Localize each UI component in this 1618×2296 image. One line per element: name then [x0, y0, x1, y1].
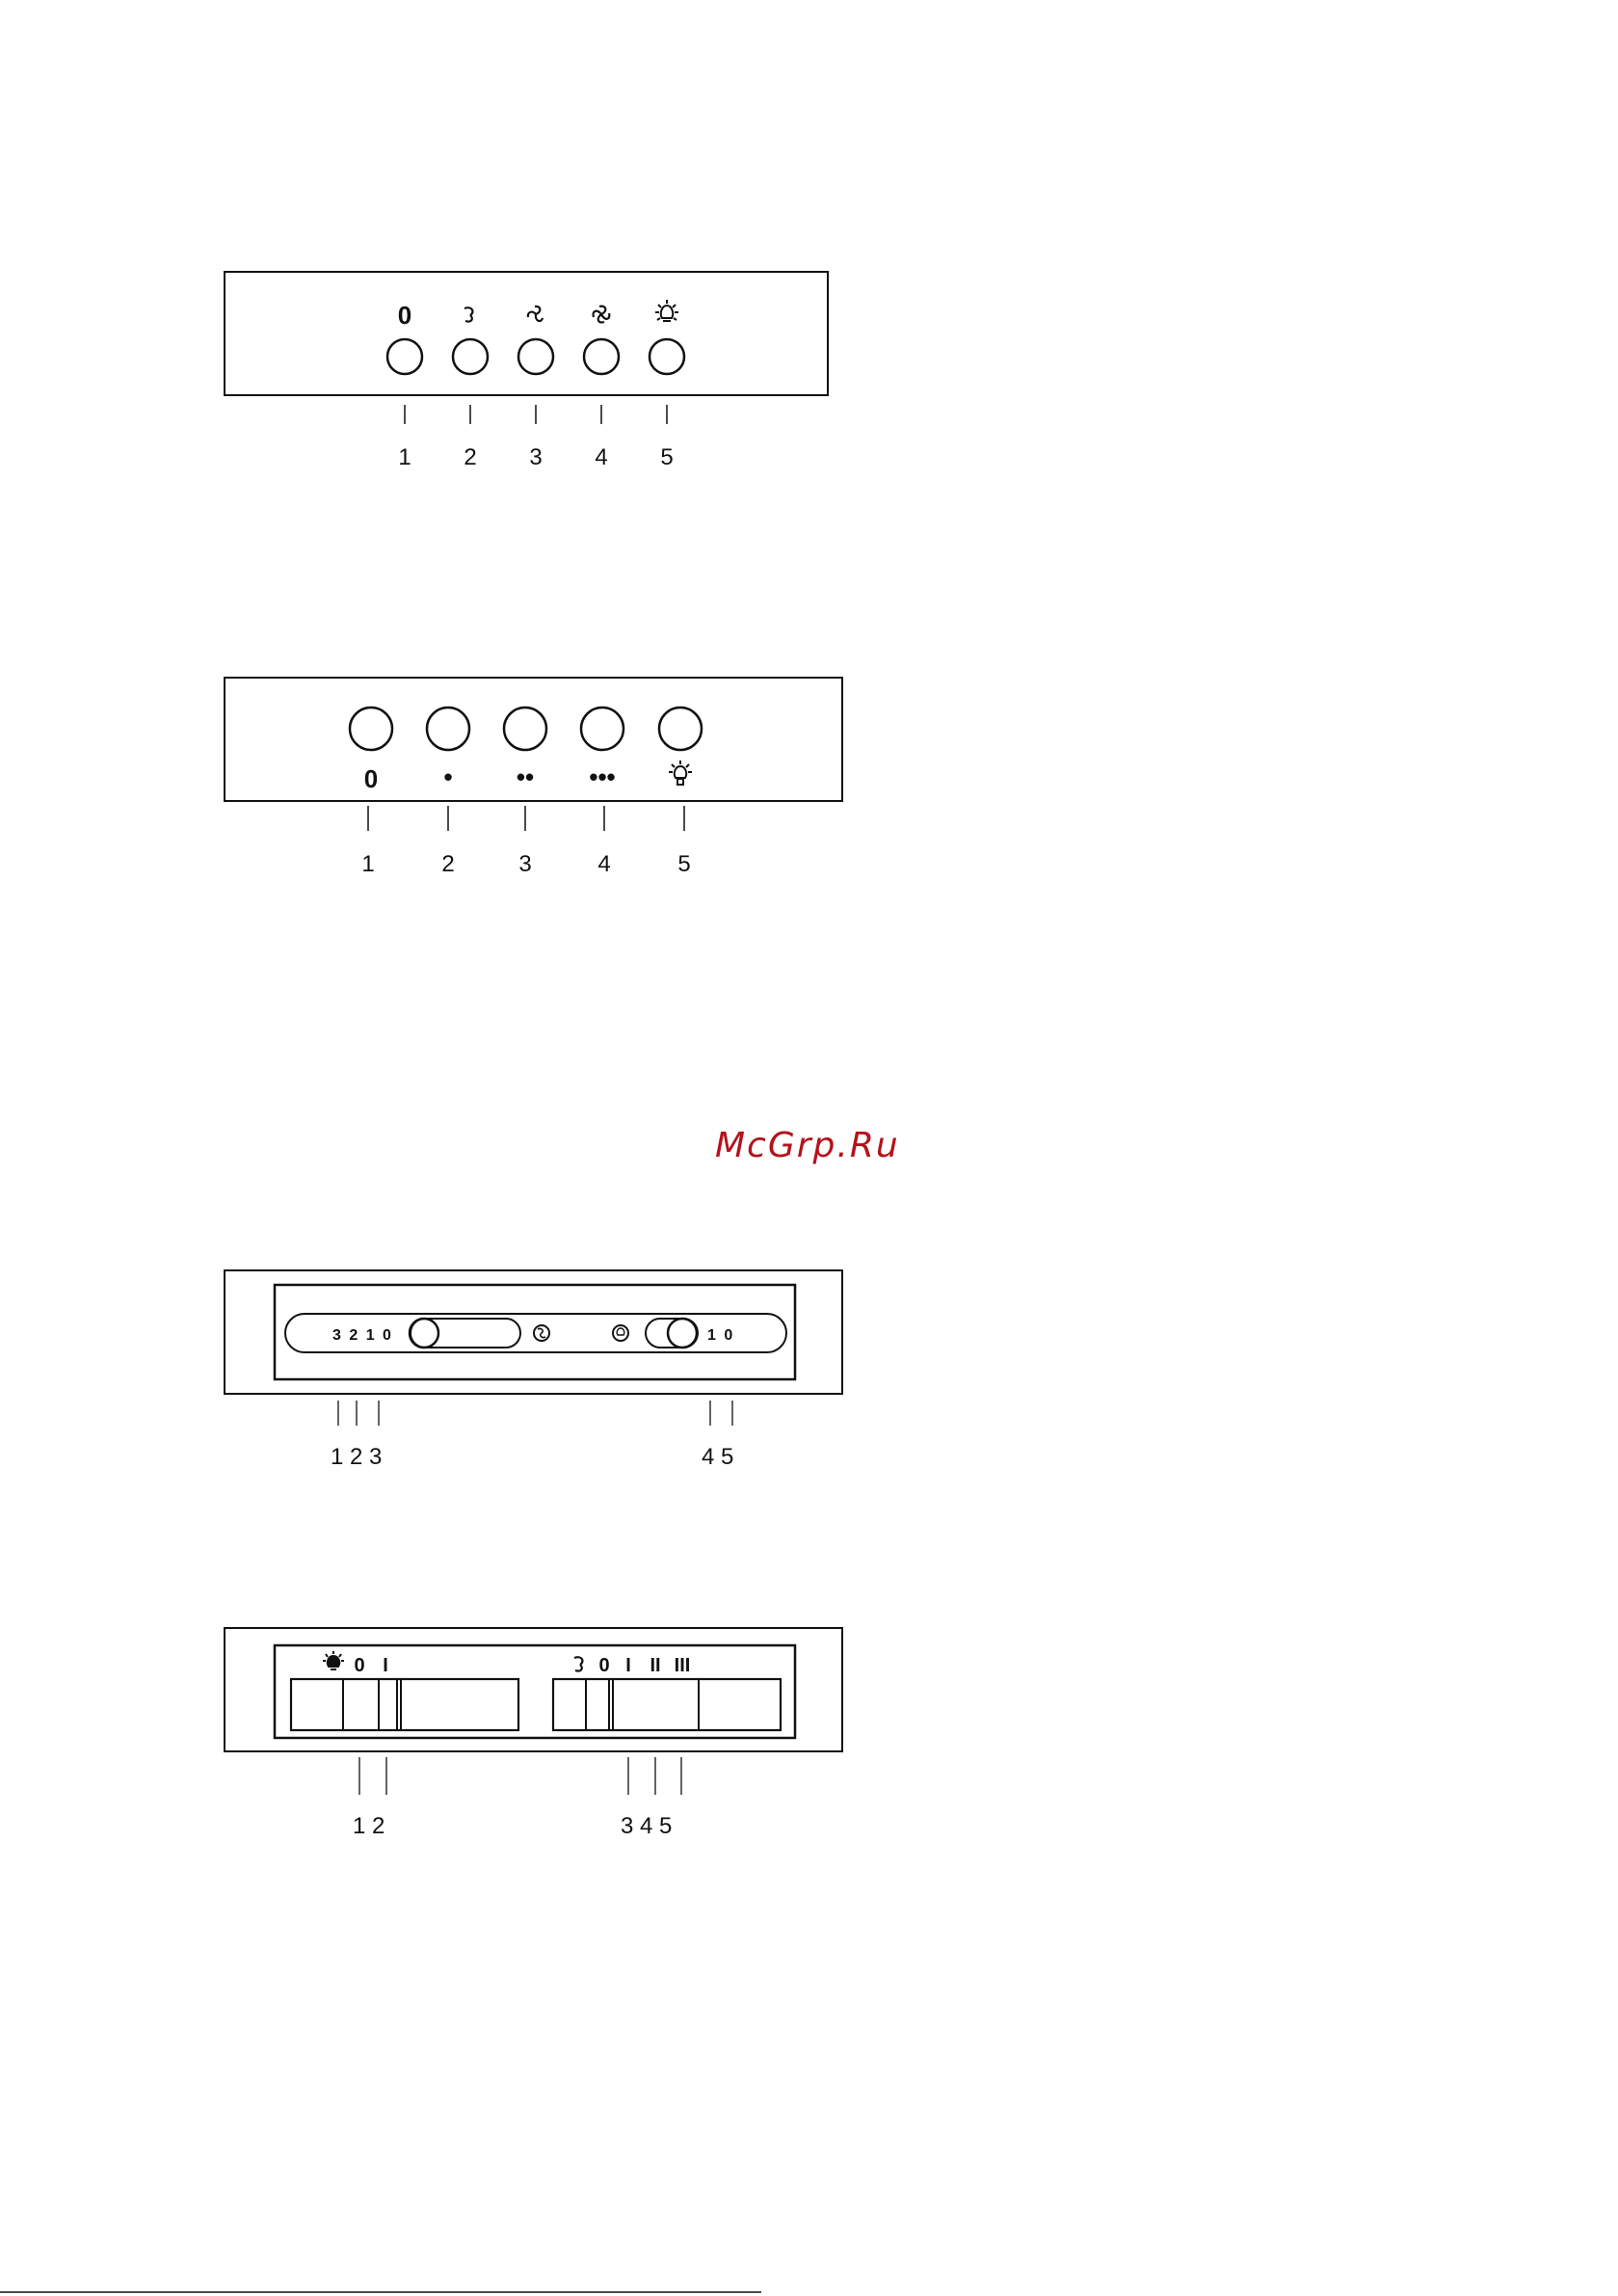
callout-numbers-left: 1 2	[353, 1813, 385, 1839]
button-off[interactable]	[387, 339, 422, 374]
button-speed-2[interactable]	[518, 339, 553, 374]
fan-speed-1-icon	[464, 307, 472, 321]
light-bulb-icon	[655, 300, 678, 321]
button-light[interactable]	[659, 707, 702, 750]
callout-number: 1	[398, 444, 411, 470]
button-speed-2[interactable]	[504, 707, 546, 750]
light-switch[interactable]	[291, 1679, 518, 1730]
speed-3-symbol: •••	[589, 762, 615, 791]
fan-speed-2-icon	[528, 307, 543, 321]
callout-number: 2	[464, 444, 476, 470]
diagram-2	[225, 678, 842, 831]
fan-slider-track[interactable]	[411, 1319, 520, 1348]
fan-speed-3-label: III	[675, 1655, 691, 1676]
callout-number: 5	[677, 851, 690, 877]
callout-number: 3	[518, 851, 531, 877]
fan-scale-label: 3 2 1 0	[332, 1327, 393, 1344]
light-bulb-icon	[669, 761, 692, 785]
light-off-label: 0	[354, 1655, 364, 1676]
speed-2-symbol: ••	[517, 762, 534, 791]
callouts-1: 1 2 3 4 5	[398, 444, 673, 470]
light-scale-label: 1 0	[707, 1327, 734, 1344]
diagram-1	[225, 272, 828, 424]
diagram-3	[225, 1270, 842, 1426]
panel-4-inner	[275, 1645, 795, 1738]
button-speed-1[interactable]	[427, 707, 469, 750]
callout-number: 4	[595, 444, 607, 470]
callout-number: 1	[361, 851, 374, 877]
panel-1	[225, 272, 828, 395]
callout-number: 4	[597, 851, 610, 877]
light-bulb-icon	[613, 1325, 628, 1341]
fan-speed-2-label: II	[650, 1655, 660, 1676]
callout-numbers-right: 3 4 5	[621, 1813, 672, 1839]
fan-icon	[574, 1657, 582, 1670]
light-slider-knob[interactable]	[668, 1319, 697, 1348]
off-label: 0	[398, 301, 411, 330]
callout-number: 5	[660, 444, 673, 470]
fan-icon	[534, 1325, 549, 1341]
fan-off-label: 0	[598, 1655, 609, 1676]
button-speed-3[interactable]	[584, 339, 619, 374]
fan-speed-3-icon	[594, 307, 610, 323]
button-light[interactable]	[650, 339, 684, 374]
button-off[interactable]	[350, 707, 392, 750]
light-bulb-icon	[323, 1651, 344, 1669]
off-label: 0	[364, 764, 378, 793]
diagram-4	[225, 1628, 842, 1795]
callouts-2: 1 2 3 4 5	[361, 851, 690, 877]
button-speed-1[interactable]	[453, 339, 488, 374]
callout-numbers-left: 1 2 3	[331, 1444, 382, 1470]
fan-speed-1-label: I	[625, 1655, 631, 1676]
fan-slider-knob[interactable]	[410, 1319, 438, 1348]
callout-number: 3	[529, 444, 542, 470]
callout-numbers-right: 4 5	[702, 1444, 733, 1470]
callout-number: 2	[441, 851, 454, 877]
light-on-label: I	[383, 1655, 388, 1676]
speed-1-symbol: •	[443, 762, 452, 791]
button-speed-3[interactable]	[581, 707, 623, 750]
fan-switch[interactable]	[553, 1679, 781, 1730]
